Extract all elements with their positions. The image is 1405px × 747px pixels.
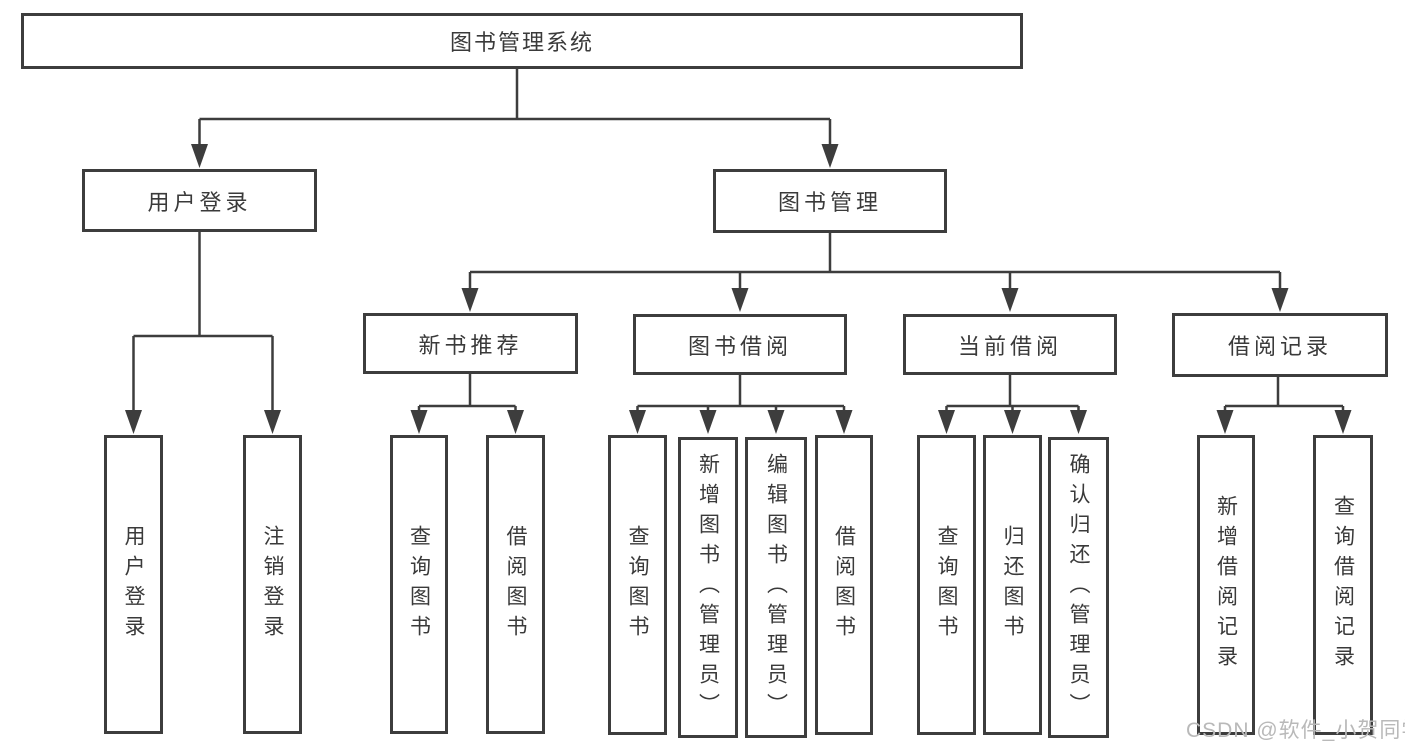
node-label: 确认归还（管理员） [1067, 452, 1090, 723]
connector-new-book-split [417, 374, 517, 416]
node-label: 新增借阅记录 [1214, 495, 1238, 675]
node-label: 查询图书 [626, 525, 649, 645]
connector-borrow-record-split [1223, 377, 1345, 416]
csdn-watermark: CSDN @软件_小贺同学 [1186, 719, 1405, 742]
node-label: 新增图书（管理员） [696, 452, 720, 723]
node-borrowing-records: 借阅记录 [1172, 313, 1388, 377]
node-new-book-recommend: 新书推荐 [363, 313, 578, 374]
node-user-login-branch: 用户登录 [82, 169, 317, 232]
node-label: 查询图书 [407, 524, 431, 645]
node-label: 编辑图书（管理员） [764, 452, 788, 723]
node-library-management-system: 图书管理系统 [21, 13, 1023, 69]
node-label: 借阅图书 [832, 525, 856, 645]
node-label: 用户登录 [122, 524, 145, 645]
node-label: 当前借阅 [957, 333, 1062, 359]
node-query-borrow-record: 查询借阅记录 [1313, 435, 1373, 735]
node-label: 查询借阅记录 [1331, 495, 1355, 675]
connector-root-to-branches [198, 69, 832, 150]
node-query-books-recommend: 查询图书 [390, 435, 448, 734]
node-borrow-books-recommend: 借阅图书 [486, 435, 545, 734]
node-add-borrow-record: 新增借阅记录 [1197, 435, 1255, 735]
node-label: 图书借阅 [687, 333, 792, 359]
node-query-books-current: 查询图书 [917, 435, 976, 735]
connector-current-borrow-split [945, 375, 1080, 416]
node-label: 图书管理 [777, 190, 882, 215]
node-logout: 注销登录 [243, 435, 302, 734]
node-label: 查询图书 [935, 525, 958, 645]
node-confirm-return-admin: 确认归还（管理员） [1048, 437, 1109, 738]
node-label: 用户登录 [147, 189, 252, 215]
node-label: 归还图书 [1001, 525, 1024, 645]
node-book-borrowing: 图书借阅 [633, 314, 847, 375]
connector-book-borrow-split [636, 375, 846, 416]
node-user-login-leaf: 用户登录 [104, 435, 163, 734]
node-label: 注销登录 [261, 524, 284, 645]
connector-user-login-split [132, 232, 274, 416]
node-current-borrowing: 当前借阅 [903, 314, 1117, 375]
node-return-books: 归还图书 [983, 435, 1042, 735]
node-borrow-books-borrowing: 借阅图书 [815, 435, 873, 735]
arrowheads [125, 144, 1352, 434]
node-label: 新书推荐 [418, 332, 523, 358]
node-label: 借阅图书 [504, 524, 527, 645]
node-query-books-borrowing: 查询图书 [608, 435, 667, 735]
connector-book-mgmt-split [468, 233, 1282, 294]
node-edit-books-admin: 编辑图书（管理员） [745, 437, 807, 738]
node-label: 图书管理系统 [449, 30, 594, 55]
node-add-books-admin: 新增图书（管理员） [678, 437, 738, 738]
node-book-management-branch: 图书管理 [713, 169, 947, 233]
node-label: 借阅记录 [1227, 334, 1332, 359]
